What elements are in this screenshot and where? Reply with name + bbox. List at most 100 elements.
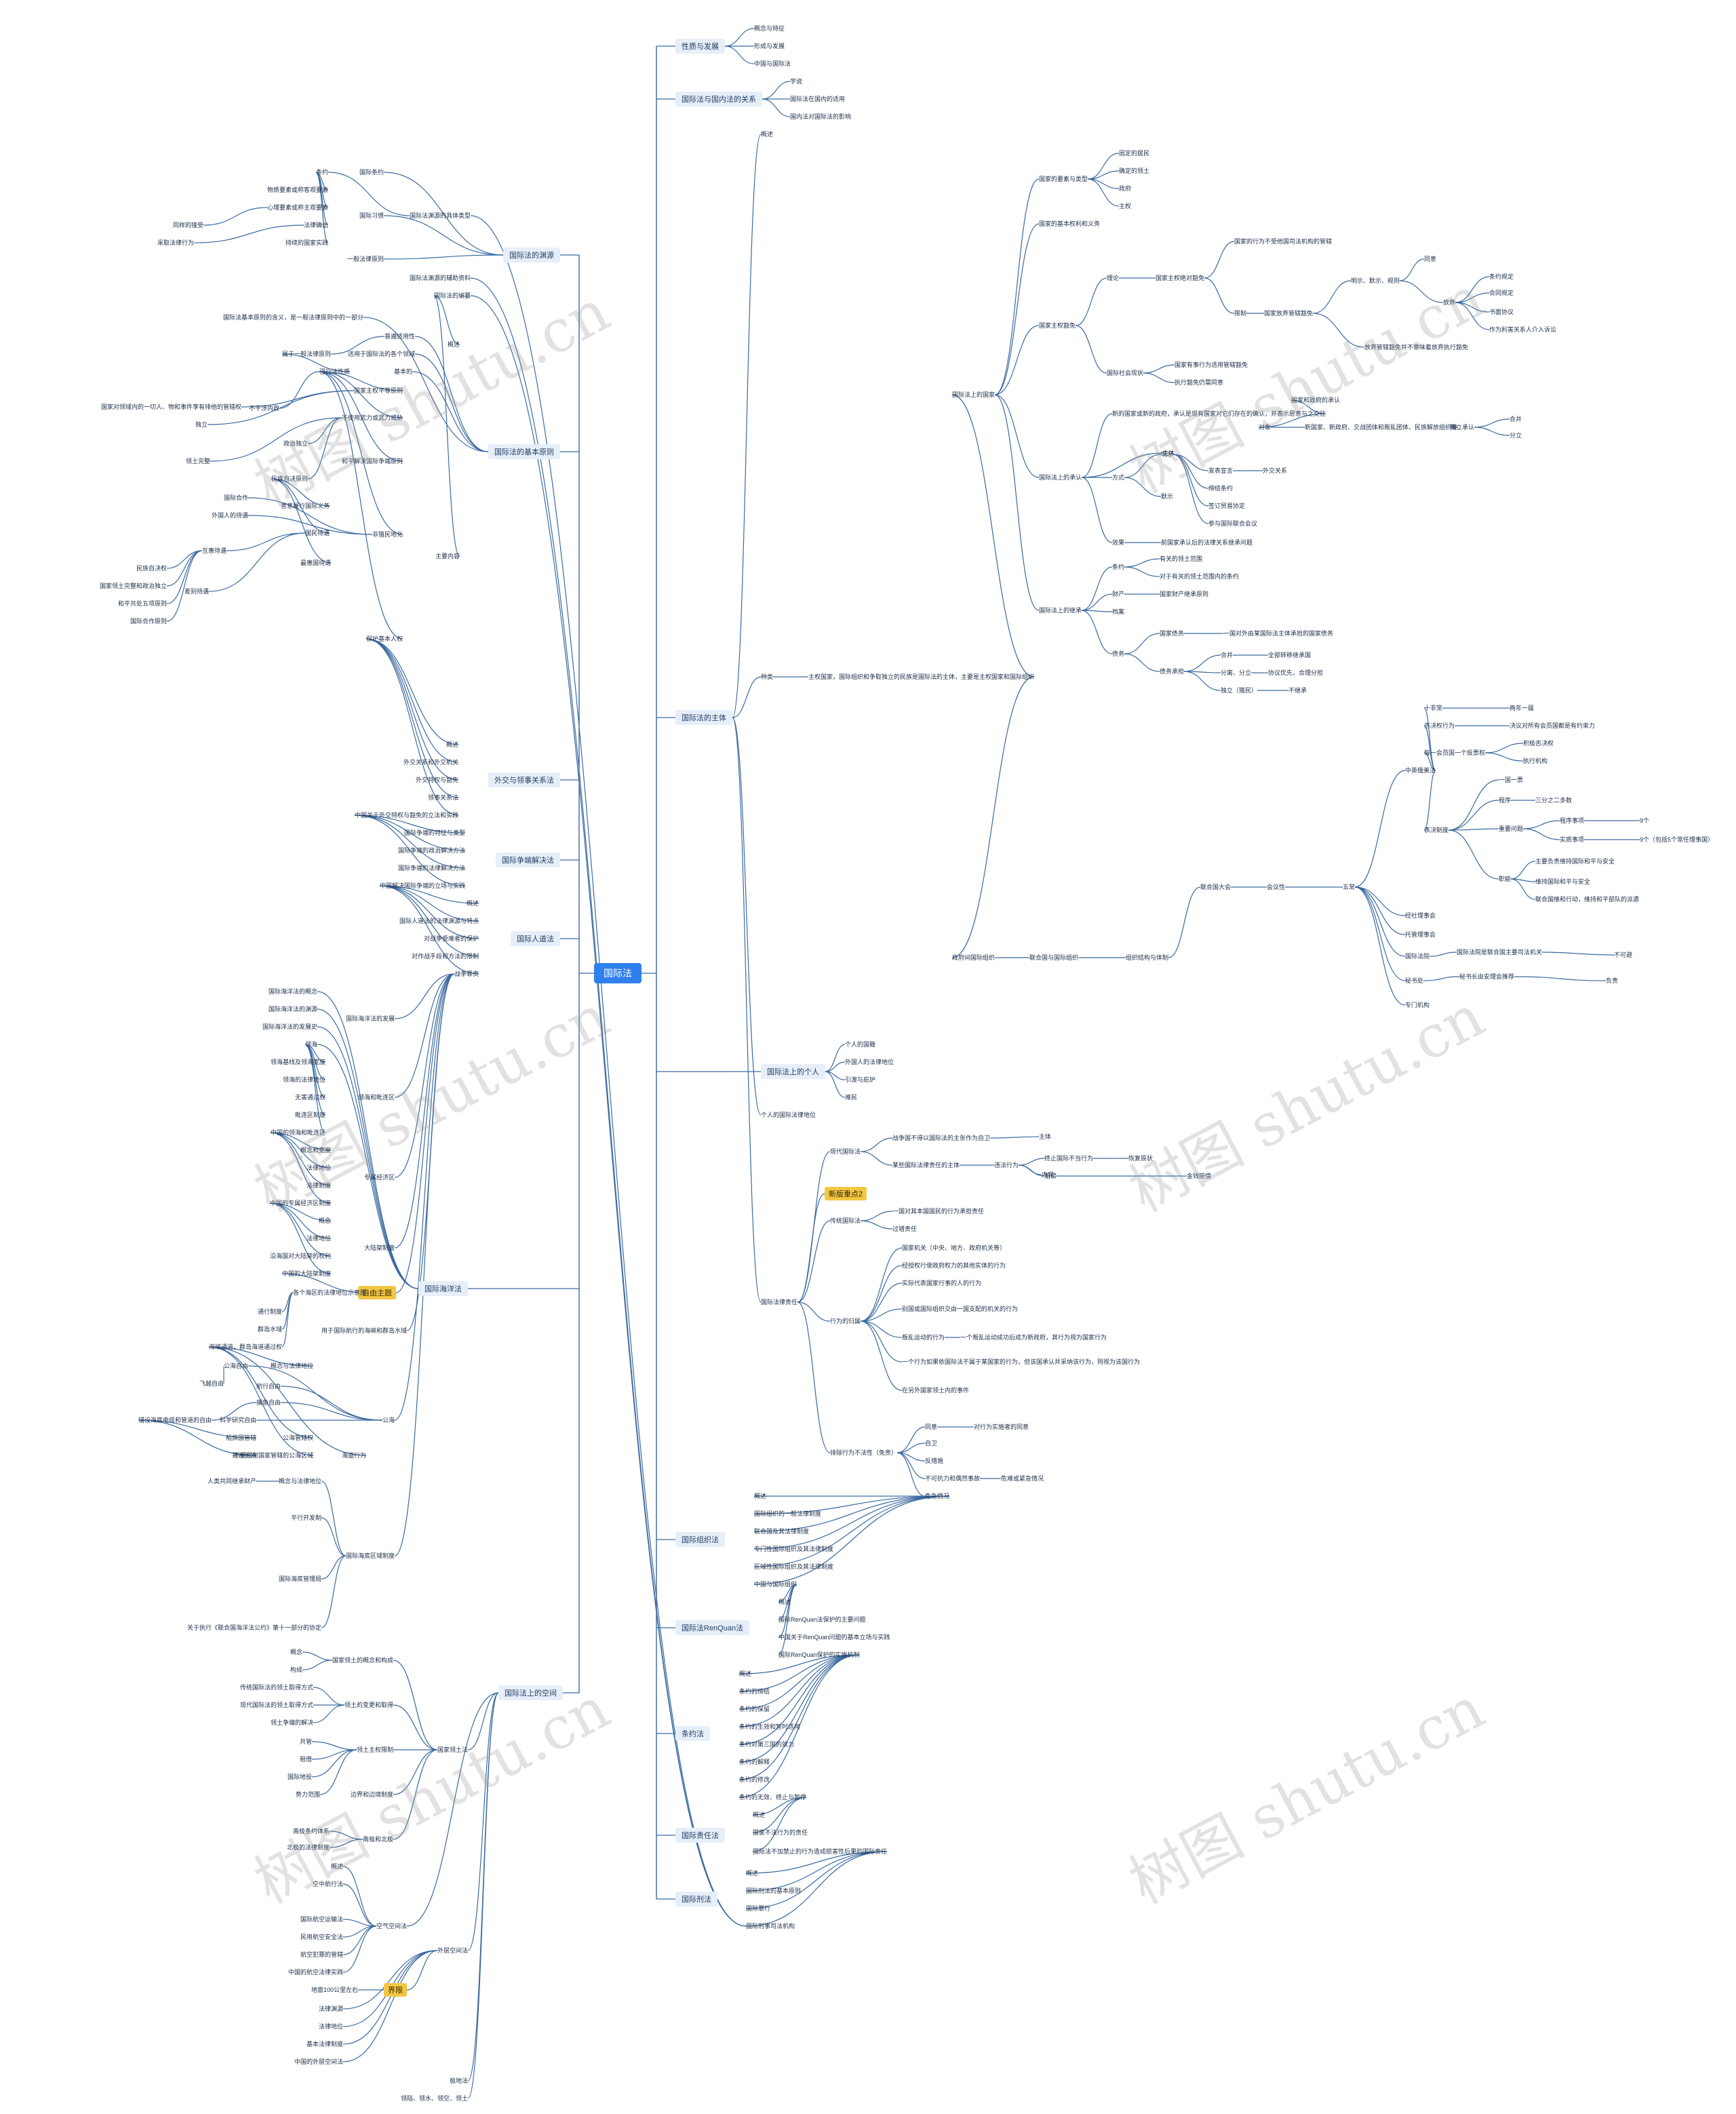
node-left-s6b4[interactable]: 毗连区制度 [294, 1112, 326, 1118]
node-left-s2b15[interactable]: 最惠国待遇 [300, 560, 331, 566]
node-right-io3v[interactable]: 维持国际和平与安全 [1535, 878, 1591, 885]
node-left-s2a[interactable]: 概述 [447, 341, 460, 348]
node-right-ind2[interactable]: 外国人的法律地位 [845, 1059, 894, 1065]
node-left-s4a[interactable]: 国际争端的特征与类型 [403, 829, 465, 836]
node-right-resp3c[interactable]: 实际代表国家行事的人的行为 [902, 1280, 982, 1287]
node-left-s6g4[interactable]: 飞越自由 [199, 1380, 224, 1387]
node-right-n4d[interactable]: 专门性国际组织及其法律制度 [754, 1546, 834, 1552]
node-right-st3a7[interactable]: 放弃 [1443, 299, 1456, 306]
node-right-resp1g[interactable]: 恢复原状 [1128, 1155, 1153, 1162]
node-left-s6g1[interactable]: 概念与法律地位 [270, 1363, 313, 1369]
node-right-io3p[interactable]: 程序事项 [1560, 817, 1585, 824]
node-left-s2b13[interactable]: 外国人的待遇 [211, 512, 248, 519]
node-right-n1[interactable]: 性质与发展 [675, 39, 725, 54]
node-left-s7a12[interactable]: 势力范围 [295, 1791, 320, 1798]
node-right-n6h[interactable]: 条约的无效、终止与暂停 [739, 1794, 807, 1801]
node-right-st4d6[interactable]: 签订贸易协定 [1208, 503, 1246, 509]
node-right-n5c[interactable]: 中国关于RenQuan问题的基本立场与实践 [778, 1634, 890, 1641]
node-right-n5b[interactable]: 国际RenQuan法保护的主要问题 [778, 1616, 866, 1623]
node-left-s2a2[interactable]: 普遍适用性 [384, 333, 415, 340]
node-right-st4d2[interactable]: 默示 [1161, 493, 1174, 500]
node-left-s6f1[interactable]: 通行制度 [257, 1308, 282, 1315]
node-right-resp4d[interactable]: 反措施 [925, 1457, 944, 1464]
node-left-s1a5[interactable]: 物质要素或称客观要素 [267, 187, 328, 193]
node-left-s7d1[interactable]: 领陆、领水、领空、领土 [400, 2095, 468, 2102]
node-left-s7a6[interactable]: 现代国际法的领土取得方式 [239, 1702, 313, 1708]
node-left-s2b17[interactable]: 差别待遇 [184, 588, 209, 595]
node-right-n4a[interactable]: 概述 [754, 1493, 767, 1500]
node-right-st4c1[interactable]: 新国家、新政府、交战团体和叛乱团体、民族解放组织等 [1305, 424, 1458, 431]
node-right-n6a[interactable]: 概述 [739, 1670, 752, 1677]
node-left-s6g6[interactable]: 科学研究自由 [219, 1417, 256, 1424]
node-left-s6d4[interactable]: 中国的大陆架制度 [281, 1270, 331, 1277]
node-left-s6a[interactable]: 国际海洋法的发展 [345, 1015, 395, 1022]
node-left-s7c5[interactable]: 地面100公里左右 [311, 1986, 358, 1993]
node-right-st5d[interactable]: 债务 [1112, 650, 1125, 657]
node-left-s5e[interactable]: 战争罪责 [454, 971, 479, 977]
node-right-st3b1[interactable]: 国家有事行为适用管辖豁免 [1175, 361, 1248, 368]
node-left-s2b20[interactable]: 和平共处五项原则 [117, 600, 167, 607]
node-right-st5a[interactable]: 条约 [1112, 564, 1125, 570]
node-right-st3a[interactable]: 理论 [1107, 275, 1120, 281]
node-right-st4c3[interactable]: 合并 [1510, 416, 1522, 423]
node-left-s2b12[interactable]: 国际合作 [223, 494, 248, 501]
node-right-st3[interactable]: 国家主权豁免 [1039, 322, 1076, 329]
node-left-s2b22[interactable]: 保护基本人权 [366, 635, 403, 642]
node-left-s7[interactable]: 国际法上的空间 [498, 1685, 563, 1700]
node-right-ind5[interactable]: 个人的国际法律地位 [761, 1112, 816, 1118]
node-left-s2b[interactable]: 主要内容 [435, 553, 460, 560]
node-right-n3a[interactable]: 概述 [761, 131, 774, 138]
node-right-io3a[interactable]: 会议性 [1267, 884, 1286, 890]
node-right-st3b[interactable]: 国际社会现状 [1107, 370, 1144, 376]
node-right-n6b[interactable]: 条约的缔结 [739, 1688, 770, 1695]
node-right-n6[interactable]: 条约法 [675, 1726, 710, 1741]
node-left-s6a4[interactable]: 领海 [304, 1041, 317, 1048]
node-right-st4b1[interactable]: 国家和政府的承认 [1291, 397, 1341, 404]
node-left-s1a6[interactable]: 心理要素或称主观要素 [267, 204, 328, 211]
node-right-st4c4[interactable]: 分立 [1510, 432, 1522, 439]
node-right-resp1c[interactable]: 某些国际法律责任的主体 [892, 1162, 960, 1169]
node-left-s7b5[interactable]: 航空犯罪的管辖 [300, 1951, 343, 1958]
node-right-st3a5[interactable]: 明示、默示、规则 [1351, 277, 1400, 284]
node-right-io3r[interactable]: 实质事项 [1560, 836, 1585, 843]
node-left-s6e[interactable]: 各个海区的法律地位示意图 [292, 1289, 366, 1296]
node-right-resp4e[interactable]: 不可抗力和偶然事故 [925, 1475, 981, 1482]
node-left-s7c[interactable]: 外层空间法 [437, 1947, 468, 1954]
node-left-s1c[interactable]: 国际法的编纂 [433, 292, 471, 299]
node-right-st4c[interactable]: 对象 [1259, 424, 1271, 431]
node-left-s6h[interactable]: 国际海底区域制度 [345, 1552, 395, 1559]
node-right-st5d6[interactable]: 分离、分立 [1221, 669, 1252, 676]
node-left-s6f2[interactable]: 群岛水域 [257, 1326, 282, 1333]
node-right-io3t[interactable]: 职能 [1499, 876, 1512, 882]
node-left-s2a6[interactable]: 强行法性质 [319, 368, 350, 375]
node-right-n6e[interactable]: 条约对第三国的效力 [739, 1741, 795, 1748]
node-left-s3b[interactable]: 外交关系和外交机关 [403, 759, 458, 766]
node-left-s1[interactable]: 国际法的渊源 [503, 248, 560, 262]
node-left-s3e[interactable]: 中国关于外交特权与豁免的立法和实践 [354, 812, 458, 819]
node-right-io1[interactable]: 联合国与国际组织 [1029, 954, 1079, 961]
node-right-st5b[interactable]: 财产 [1112, 591, 1125, 598]
node-right-resp1e[interactable]: 内容 [1042, 1171, 1054, 1178]
node-left-s1a2[interactable]: 国际习惯 [359, 212, 384, 219]
node-right-resp1[interactable]: 现代国际法 [830, 1148, 861, 1155]
node-right-io3n[interactable]: 三分之二多数 [1535, 797, 1573, 804]
node-right-st4a[interactable]: 新的国家或新的政府，承认是现有国家对它们存在的确认，并表示愿意与之交往 [1112, 410, 1326, 417]
node-right-n2b[interactable]: 国际法在国内的适用 [790, 96, 846, 102]
node-right-io3w[interactable]: 联合国维和行动，维持和平部队的派遣 [1535, 896, 1640, 903]
node-right-n5[interactable]: 国际法RenQuan法 [675, 1620, 750, 1635]
root-node[interactable]: 国际法 [594, 963, 642, 983]
node-left-s2b3[interactable]: 国家对领域内的一切人、物和事件享有排他的管辖权 [100, 404, 241, 410]
node-left-s7c3[interactable]: 基本法律制度 [306, 2041, 343, 2048]
node-left-s6a2[interactable]: 国际海洋法的渊源 [268, 1006, 317, 1013]
node-left-s2b8[interactable]: 领土完整 [185, 458, 210, 465]
node-right-state[interactable]: 国际法上的国家 [952, 391, 995, 398]
node-left-s2b7[interactable]: 政治独立 [283, 440, 308, 447]
node-right-resp4[interactable]: 排除行为不法性（免责） [830, 1449, 898, 1456]
node-left-s6h5[interactable]: 关于执行《联合国海洋法公约》第十一部分的协定 [186, 1624, 321, 1631]
node-right-resp4a[interactable]: 同意 [925, 1424, 938, 1430]
node-left-s6b5[interactable]: 中国的领海和毗连区 [270, 1129, 326, 1136]
node-right-st4c2[interactable]: 独立承认 [1450, 424, 1475, 431]
node-right-resp1f[interactable]: 终止国际不当行为 [1044, 1155, 1094, 1162]
node-left-s6h2[interactable]: 人类共同继承财产 [207, 1478, 256, 1485]
node-left-s1a10[interactable]: 采取法律行为 [157, 239, 194, 246]
